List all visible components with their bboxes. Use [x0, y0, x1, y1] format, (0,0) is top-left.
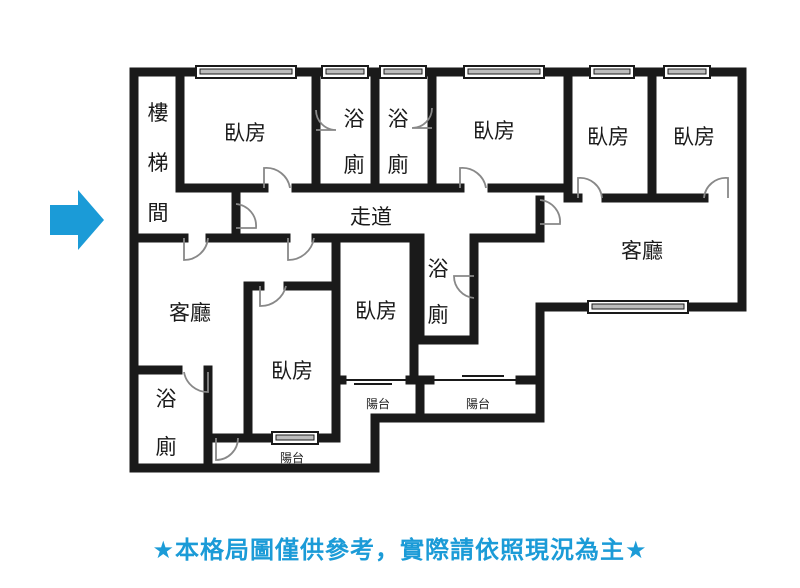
bath-4-label-1: 浴 — [156, 387, 177, 411]
entry-arrow-icon — [50, 190, 104, 250]
bath-1-label-2: 廁 — [344, 153, 365, 177]
room-labels: 樓 梯 間 臥房 浴 廁 浴 廁 臥房 臥房 臥房 走道 客廳 浴 廁 臥房 客… — [148, 101, 716, 465]
windows — [195, 65, 711, 445]
disclaimer-text: ★本格局圖僅供參考，實際請依照現況為主★ — [152, 536, 648, 564]
corridor-label: 走道 — [350, 205, 392, 229]
balcony-sliding-doors — [344, 375, 518, 385]
living-right-label: 客廳 — [621, 239, 663, 263]
bedroom-5-label: 臥房 — [355, 299, 397, 323]
stair-label-3: 間 — [148, 201, 169, 225]
bedroom-3-label: 臥房 — [587, 125, 629, 149]
bath-3-label-1: 浴 — [428, 257, 449, 281]
door-swings — [183, 107, 729, 461]
bedroom-4-label: 臥房 — [673, 125, 715, 149]
balcony-3-label: 陽台 — [280, 450, 304, 465]
balcony-1-label: 陽台 — [366, 396, 390, 411]
stair-label-1: 樓 — [148, 101, 169, 125]
bath-2-label-2: 廁 — [388, 153, 409, 177]
bath-1-label-1: 浴 — [344, 107, 365, 131]
bath-2-label-1: 浴 — [388, 107, 409, 131]
living-left-label: 客廳 — [169, 301, 211, 325]
balcony-2-label: 陽台 — [466, 396, 490, 411]
bath-4-label-2: 廁 — [156, 435, 177, 459]
bath-3-label-2: 廁 — [428, 303, 449, 327]
bedroom-2-label: 臥房 — [473, 119, 515, 143]
bedroom-6-label: 臥房 — [271, 359, 313, 383]
stair-label-2: 梯 — [148, 151, 169, 175]
bedroom-1-label: 臥房 — [224, 121, 266, 145]
